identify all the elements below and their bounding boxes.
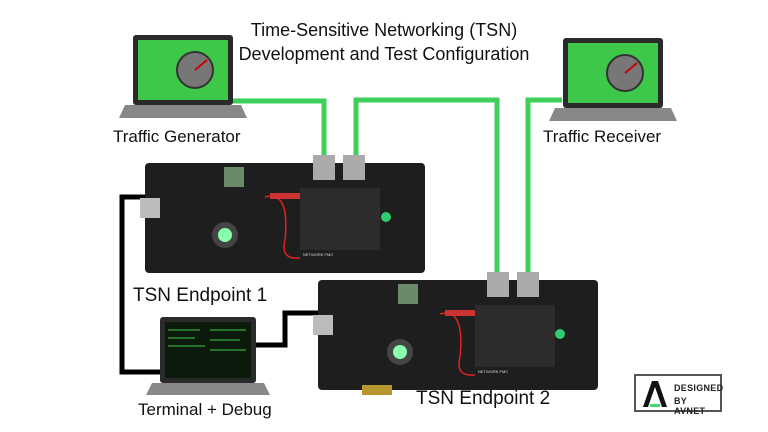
tsn-endpoint-1-board: NETWORK FMC — [140, 155, 425, 273]
designed-by-avnet-logo: DESIGNED BY AVNET — [634, 374, 724, 416]
label-terminal-debug: Terminal + Debug — [138, 400, 272, 419]
svg-text:NETWORK FMC: NETWORK FMC — [303, 252, 333, 257]
traffic-generator-laptop — [119, 35, 247, 118]
logo-line-1: DESIGNED — [674, 383, 724, 393]
avnet-logo-mark — [643, 381, 667, 407]
label-endpoint-1: TSN Endpoint 1 — [133, 285, 268, 306]
ethernet-link-endpoints — [353, 97, 500, 272]
tsn-endpoint-2-board: NETWORK FMC — [313, 272, 598, 395]
serial-link-endpoint1 — [119, 194, 160, 375]
label-traffic-receiver: Traffic Receiver — [543, 127, 662, 146]
svg-text:NETWORK FMC: NETWORK FMC — [478, 369, 508, 374]
terminal-laptop — [146, 317, 270, 395]
ethernet-link-generator — [232, 98, 327, 162]
label-traffic-generator: Traffic Generator — [113, 127, 241, 146]
serial-link-endpoint2 — [252, 310, 322, 348]
ethernet-link-receiver — [525, 97, 562, 272]
diagram-title: Time-Sensitive Networking (TSN) Developm… — [0, 18, 768, 66]
logo-line-2: BY AVNET — [674, 396, 706, 416]
traffic-receiver-laptop — [549, 38, 677, 121]
title-line-1: Time-Sensitive Networking (TSN) — [250, 20, 518, 40]
label-endpoint-2: TSN Endpoint 2 — [416, 388, 551, 409]
title-line-2: Development and Test Configuration — [238, 44, 530, 64]
